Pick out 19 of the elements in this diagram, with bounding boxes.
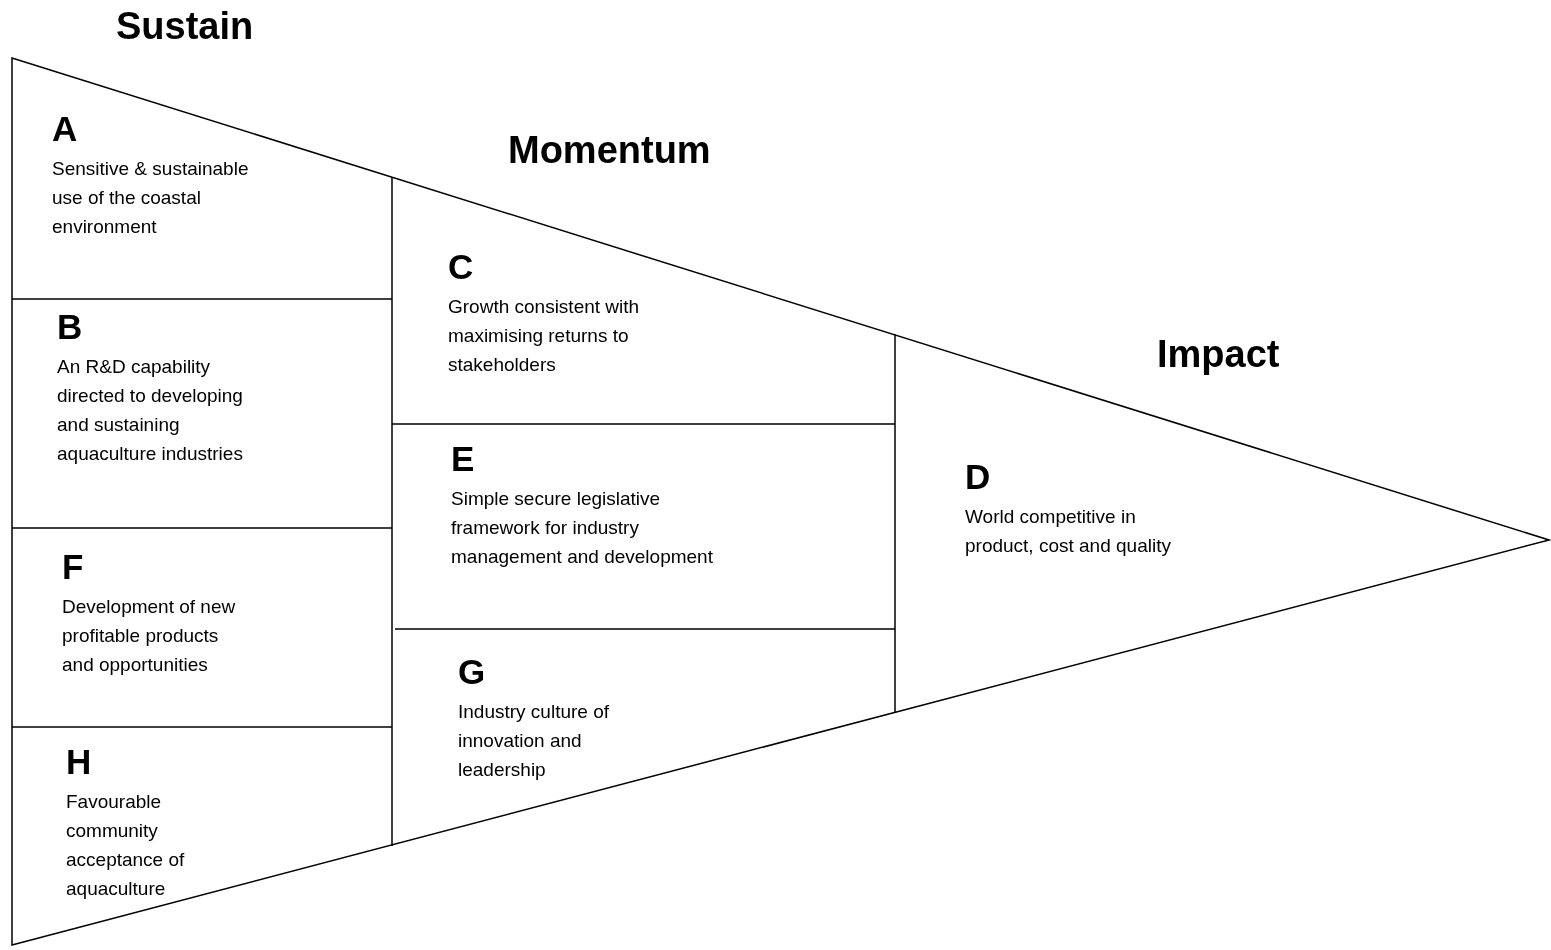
section-letter: E	[451, 438, 475, 480]
section-description: Growth consistent with maximising returns to stakeholders	[448, 295, 641, 377]
section-heading: Impact	[1157, 332, 1280, 377]
section-description: Simple secure legislative framework for industry management and development	[451, 487, 714, 569]
section-description: Favourable community acceptance of aquaculture	[66, 790, 186, 901]
section-description: World competitive in product, cost and quality	[965, 505, 1172, 558]
section-letter: D	[965, 456, 991, 498]
section-description: Industry culture of innovation and leadership	[458, 700, 611, 782]
section-letter: G	[458, 651, 486, 693]
section-letter: C	[448, 246, 474, 288]
section-description: Development of new profitable products and opportunities	[62, 595, 237, 677]
section-heading: Sustain	[116, 4, 254, 49]
section-description: Sensitive & sustainable use of the coastal environment	[52, 157, 250, 239]
section-letter: F	[62, 546, 84, 588]
section-heading: Momentum	[508, 128, 711, 173]
section-description: An R&D capability directed to developing and sustaining aquaculture industries	[57, 355, 244, 466]
section-letter: B	[57, 306, 83, 348]
section-letter: H	[66, 741, 92, 783]
section-letter: A	[52, 108, 78, 150]
